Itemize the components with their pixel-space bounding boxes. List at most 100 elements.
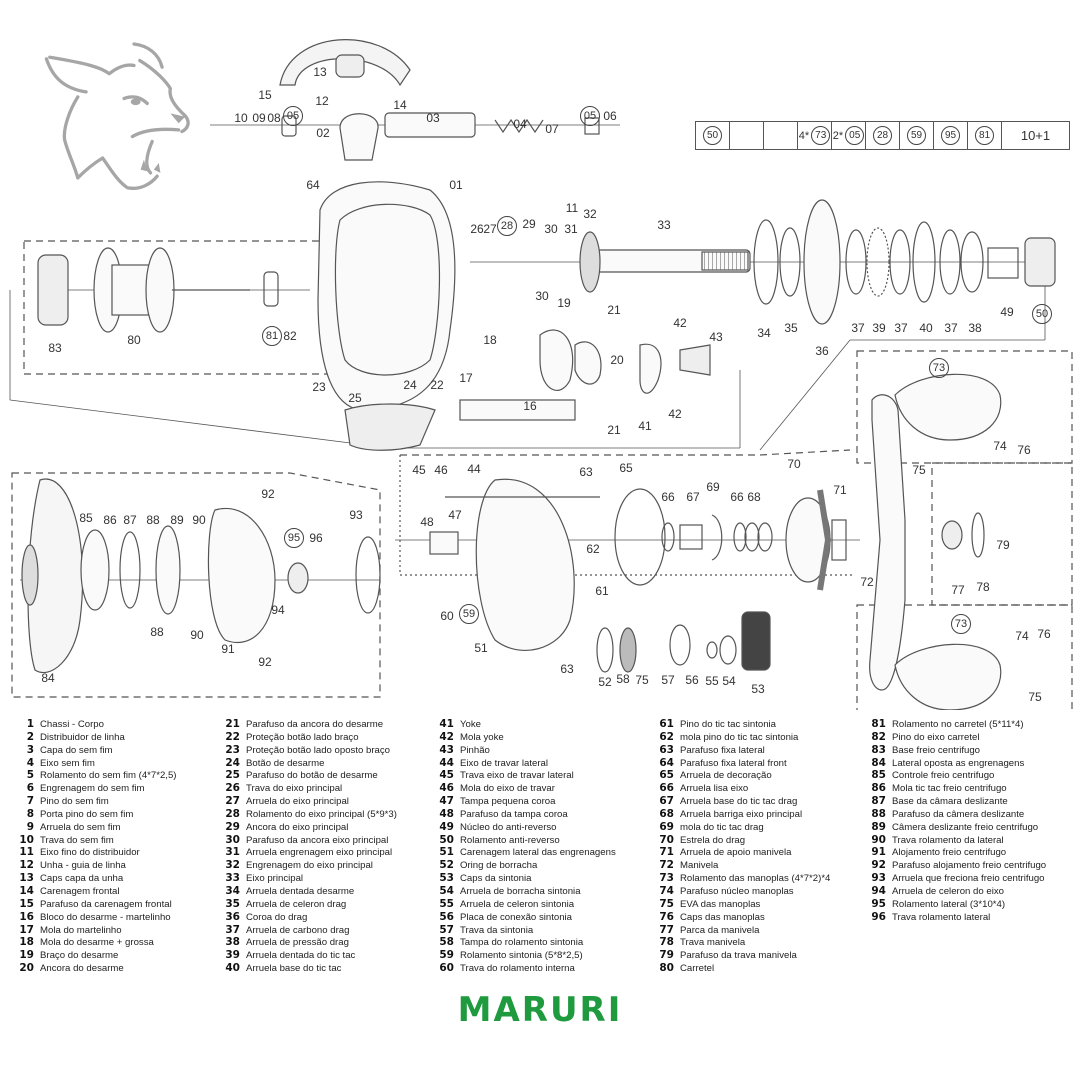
part-number: 76: [659, 910, 674, 923]
parts-list-item: 63 Parafuso fixa lateral: [652, 744, 830, 757]
kit-part-number: 28: [873, 126, 892, 145]
part-name: Trava rolamento da lateral: [892, 834, 1004, 846]
callout-27: 27: [483, 222, 497, 236]
parts-list-item: 12 Unha - guia de linha: [12, 859, 177, 872]
part-number: 77: [659, 923, 674, 936]
part-number: 21: [225, 718, 240, 730]
kit-table-cell: 81: [968, 122, 1002, 149]
callout-81: 81: [262, 326, 282, 346]
part-number: 92: [871, 859, 886, 872]
callout-02: 02: [316, 126, 330, 140]
part-number: 63: [659, 743, 674, 756]
callout-15: 15: [258, 88, 272, 102]
part-number: 17: [19, 923, 34, 936]
part-number: 34: [225, 884, 240, 897]
part-number: 35: [225, 897, 240, 910]
part-number: 33: [225, 872, 240, 885]
part-number: 93: [871, 872, 886, 885]
callout-93: 93: [349, 508, 363, 522]
lynx-head-icon: [44, 42, 190, 190]
kit-table-cell: 50: [696, 122, 730, 149]
callout-03: 03: [426, 111, 440, 125]
part-name: Parafuso da ancora eixo principal: [246, 834, 389, 846]
part-name: Rolamento lateral (3*10*4): [892, 898, 1006, 910]
callout-65: 65: [619, 461, 633, 475]
part-name: Pinhão: [460, 744, 490, 756]
part-name: Parafuso da ancora do desarme: [246, 719, 384, 730]
callout-84: 84: [41, 671, 55, 685]
part-number: 3: [26, 743, 34, 756]
callout-62: 62: [586, 542, 600, 556]
part-name: Engrenagem do sem fim: [40, 783, 145, 795]
part-name: Parafuso fixa lateral: [680, 744, 765, 756]
part-name: Eixo principal: [246, 873, 304, 885]
kit-table-cell: 10+1: [1002, 122, 1069, 149]
part-name: Tampa do rolamento sintonia: [460, 937, 584, 949]
part-number: 61: [659, 718, 674, 730]
callout-50: 50: [1032, 304, 1052, 324]
part-number: 32: [225, 859, 240, 872]
callout-73: 73: [951, 614, 971, 634]
part-name: Rolamento sintonia (5*8*2,5): [460, 950, 583, 962]
part-number: 68: [659, 807, 674, 820]
part-name: Unha - guia de linha: [40, 860, 126, 872]
part-number: 46: [439, 782, 454, 795]
part-number: 80: [659, 962, 674, 975]
callout-13: 13: [313, 65, 327, 79]
part-name: Engrenagem do eixo principal: [246, 860, 373, 872]
part-name: Arruela dentada desarme: [246, 885, 355, 897]
part-name: Trava eixo de travar lateral: [460, 770, 574, 782]
callout-29: 29: [522, 217, 536, 231]
callout-79: 79: [996, 538, 1010, 552]
part-number: 8: [26, 807, 34, 820]
part-name: Base da câmara deslizante: [892, 796, 1008, 808]
part-number: 49: [439, 820, 454, 833]
parts-list-item: 34 Arruela dentada desarme: [218, 885, 397, 898]
parts-list-item: 30 Parafuso da ancora eixo principal: [218, 834, 397, 847]
kit-quantity-prefix: 2*: [832, 129, 844, 142]
part-number: 13: [19, 872, 34, 885]
part-number: 12: [19, 859, 34, 872]
callout-86: 86: [103, 513, 117, 527]
part-name: Proteção botão lado braço: [246, 731, 359, 743]
part-number: 30: [225, 833, 240, 846]
callout-85: 85: [79, 511, 93, 525]
part-number: 53: [439, 872, 454, 885]
callout-22: 22: [430, 378, 444, 392]
callout-78: 78: [976, 580, 990, 594]
part-number: 42: [439, 730, 454, 743]
callout-96: 96: [309, 531, 323, 545]
callout-67: 67: [686, 490, 700, 504]
part-number: 79: [659, 949, 674, 962]
part-number: 65: [659, 769, 674, 782]
part-number: 29: [225, 820, 240, 833]
part-number: 60: [439, 962, 454, 975]
part-number: 85: [871, 769, 886, 782]
